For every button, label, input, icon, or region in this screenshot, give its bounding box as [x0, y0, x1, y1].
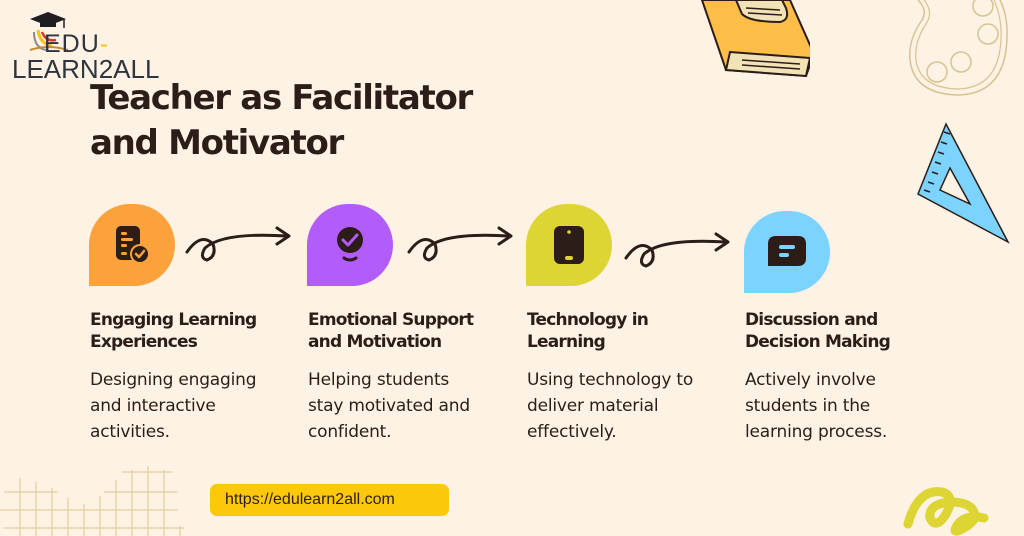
logo-text-edu: EDU- [44, 30, 110, 58]
title-line-1: Teacher as Facilitator [90, 78, 473, 118]
set-square-icon [917, 122, 1010, 244]
step-description: Actively involve students in the learnin… [745, 370, 888, 442]
checklist-icon [116, 226, 150, 264]
page-title: Teacher as Facilitator and Motivator [90, 76, 473, 166]
graduation-cap-book-icon [29, 12, 69, 51]
logo: EDU- LEARN2ALL [10, 10, 170, 84]
curly-arrow-icon [624, 232, 730, 268]
curly-arrow-icon [407, 226, 513, 262]
title-line-2: and Motivator [90, 123, 344, 163]
lightbulb-check-icon [337, 227, 363, 262]
grid-decoration-icon [0, 466, 184, 536]
step-title: Emotional Support and Motivation [308, 310, 474, 352]
step-description: Helping students stay motivated and conf… [308, 370, 470, 442]
website-url[interactable]: https://edulearn2all.com [210, 484, 449, 516]
step-2-icon-bubble [307, 204, 393, 286]
chat-bubble-icon [768, 236, 806, 266]
step-4-icon-bubble [744, 211, 830, 293]
step-1-icon-bubble [89, 204, 175, 286]
step-title: Technology in Learning [527, 310, 649, 352]
palette-icon [909, 0, 1008, 96]
step-title: Discussion and Decision Making [745, 310, 891, 352]
step-description: Using technology to deliver material eff… [527, 370, 694, 442]
squiggle-decoration-icon [903, 487, 989, 536]
logo-text-learn2all: LEARN2ALL [12, 54, 160, 84]
curly-arrow-icon [185, 226, 291, 262]
step-description: Designing engaging and interactive activ… [90, 370, 257, 442]
tablet-icon [554, 226, 584, 264]
book-icon [700, 0, 810, 78]
step-3-icon-bubble [526, 204, 612, 286]
step-title: Engaging Learning Experiences [90, 310, 257, 352]
